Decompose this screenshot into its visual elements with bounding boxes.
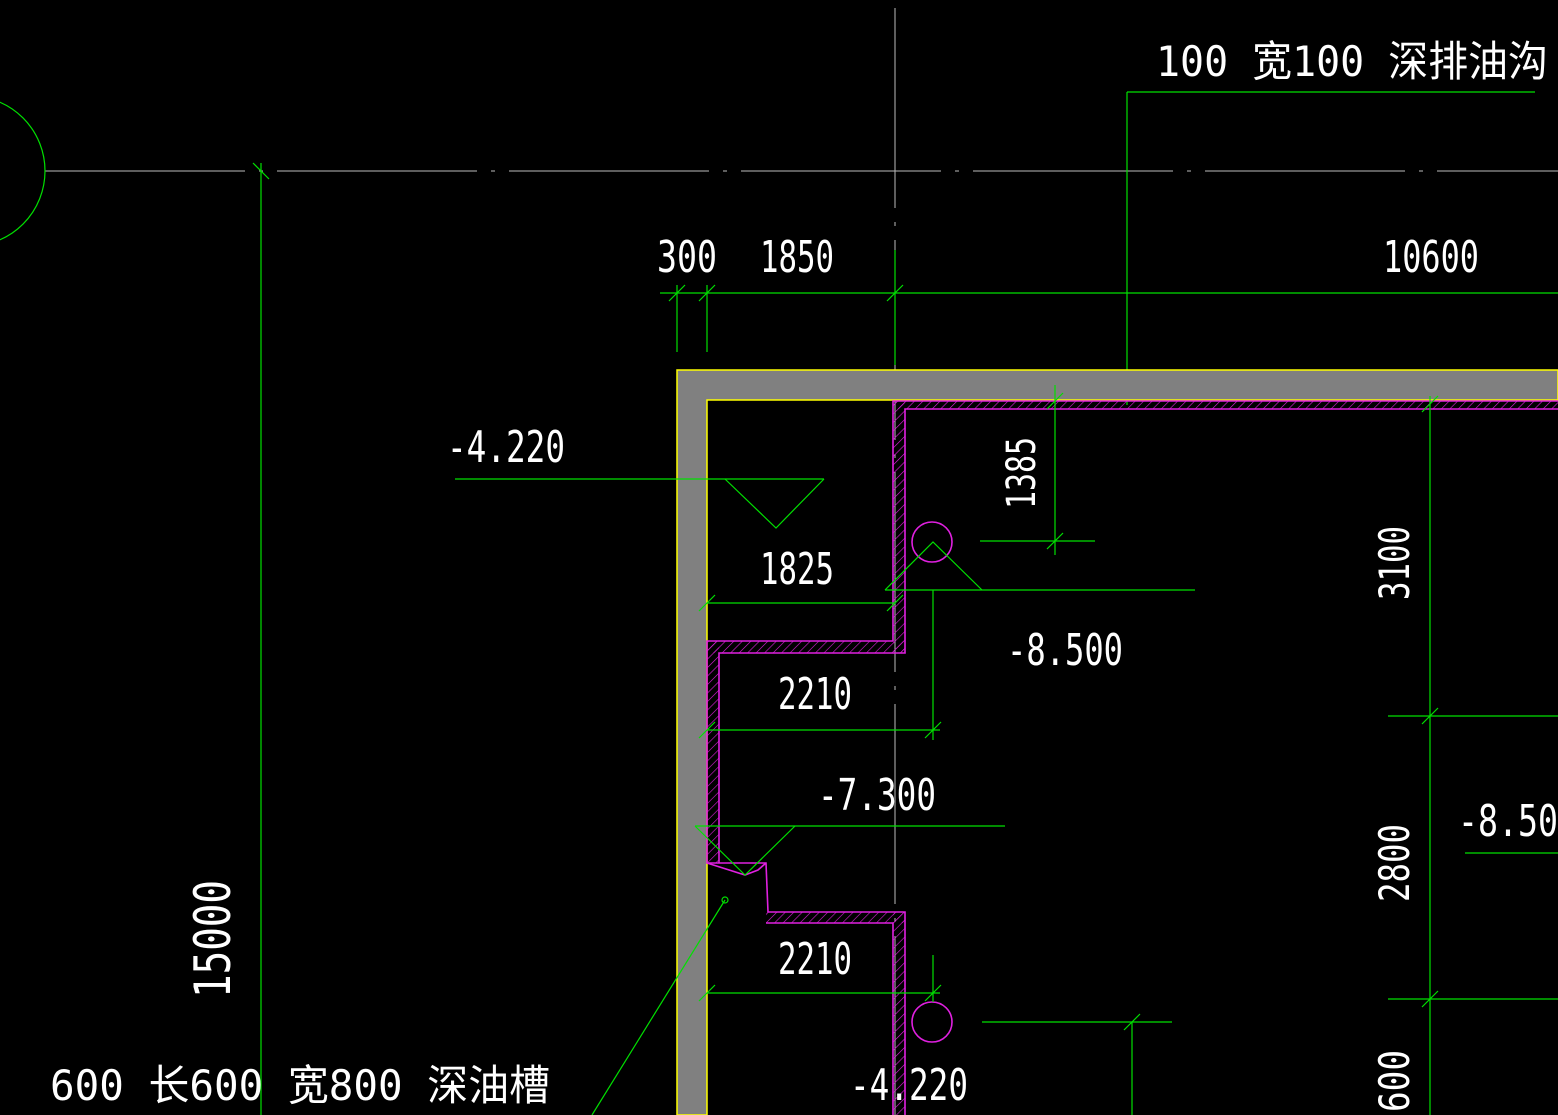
dim-tick-895 xyxy=(886,284,904,302)
leader-oil-tank xyxy=(591,899,726,1115)
dim-label-2210-upper: 2210 xyxy=(778,669,852,720)
dim-label-1825: 1825 xyxy=(760,544,834,595)
dim-right-tick-a xyxy=(1421,395,1439,413)
dim-right-tick-b xyxy=(1421,707,1439,725)
dim-right-tick-c xyxy=(1421,990,1439,1008)
elev-label-8500-right: -8.50 xyxy=(1458,796,1558,847)
dim-label-2210-lower: 2210 xyxy=(778,934,852,985)
axis-bubble xyxy=(0,101,46,241)
dim-1825-tick-b xyxy=(886,594,904,612)
pit-outline-inner xyxy=(718,408,1558,863)
dim-1825-tick-a xyxy=(698,594,716,612)
elev-label-7300: -7.300 xyxy=(818,770,936,821)
elev-label-8500-upper: -8.500 xyxy=(1007,625,1123,676)
oil-tank-sump xyxy=(706,862,767,876)
elev-mark-4220a xyxy=(724,478,825,529)
dim-label-1385: 1385 xyxy=(999,437,1045,509)
dim-tick-707 xyxy=(698,284,716,302)
pit-wall-hatch-lower xyxy=(893,912,905,1115)
floor-drain-circle-1 xyxy=(911,521,953,563)
pit-wall-hatch-left xyxy=(707,641,719,863)
note-oil-tank: 600 长600 宽800 深油槽 xyxy=(50,1061,550,1110)
elev-mark-8500a xyxy=(884,541,983,591)
dim-label-600: 600 xyxy=(1370,1050,1419,1112)
elev-tick-4220b xyxy=(1123,1013,1141,1031)
drain-trench-hatch xyxy=(893,401,1558,409)
pit-wall-hatch-upper xyxy=(893,401,905,653)
floor-drain-circle-2 xyxy=(911,1001,953,1043)
concrete-wall xyxy=(676,369,1558,1115)
dim-label-2800: 2800 xyxy=(1370,824,1419,902)
dim-label-15000: 15000 xyxy=(184,880,242,998)
dim-2210b-tick-a xyxy=(698,984,716,1002)
elev-label-4220-lower: -4.220 xyxy=(850,1060,968,1111)
elev-label-4220-upper: -4.220 xyxy=(447,422,565,473)
dim-2210a-tick-b xyxy=(924,721,942,739)
dim-2210a-tick-a xyxy=(698,721,716,739)
step-hatch-2 xyxy=(766,912,905,923)
note-drain-trench: 100 宽100 深排油沟 xyxy=(1156,37,1548,86)
leader-oil-tank-dot xyxy=(721,896,729,904)
step-hatch-1 xyxy=(707,641,905,653)
pit-outline-step2 xyxy=(766,922,894,1115)
dim-tick-677 xyxy=(668,284,686,302)
dim-label-1850: 1850 xyxy=(760,232,834,283)
dim-label-3100: 3100 xyxy=(1370,526,1419,600)
dim-1385-tick-b xyxy=(1046,532,1064,550)
dim-label-300: 300 xyxy=(657,232,717,283)
dim-label-10600: 10600 xyxy=(1383,232,1479,283)
dim-15000-tick xyxy=(252,162,270,180)
dim-1385-tick-a xyxy=(1046,392,1064,410)
elev-mark-7300 xyxy=(694,825,796,876)
